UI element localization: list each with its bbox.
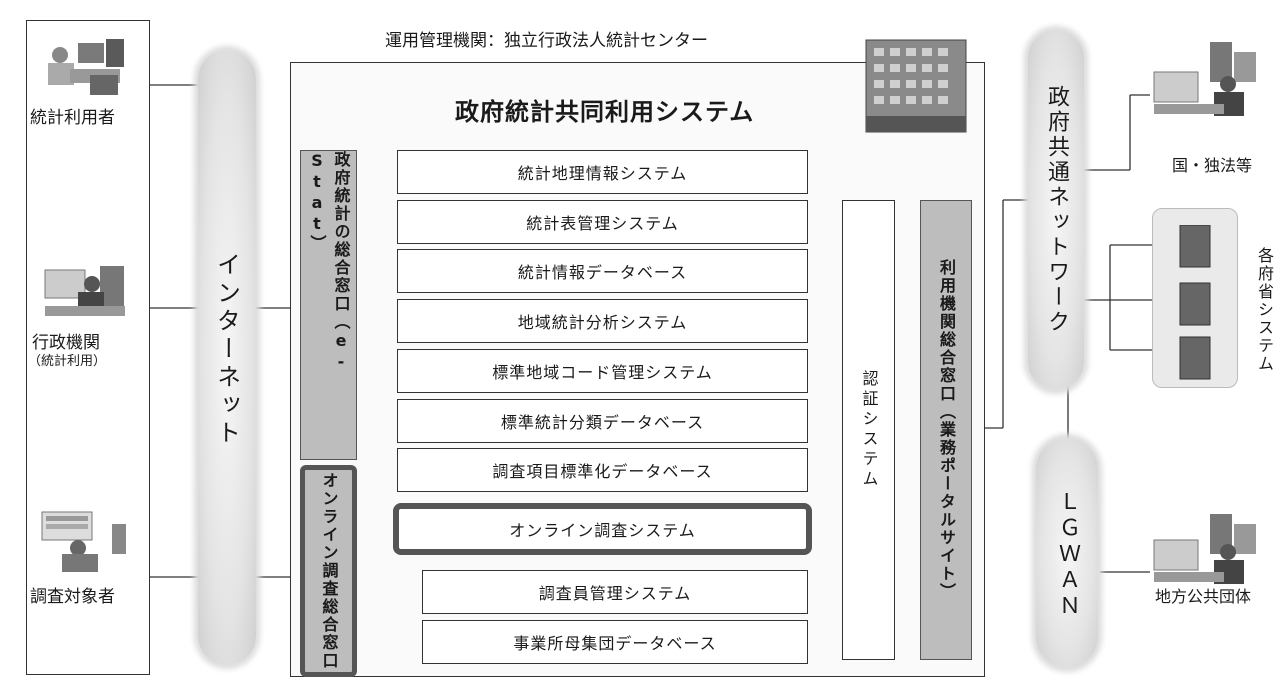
- actor-admin-sub: （統計利用）: [28, 354, 107, 369]
- actor-admin-label: 行政機関: [32, 333, 100, 353]
- actor-stat-user-label: 統計利用者: [30, 108, 115, 128]
- subsystem-box: 統計地理情報システム: [397, 150, 808, 194]
- lgwan-cloud: [1036, 438, 1098, 668]
- subsystem-box: 標準統計分類データベース: [397, 399, 808, 443]
- subsystem-box: 地域統計分析システム: [397, 299, 808, 343]
- actor-national-label: 国・独法等: [1172, 156, 1253, 175]
- user-portal: 利用機関総合窓口（業務ポータルサイト）: [920, 200, 972, 660]
- gov-network-label: 政府共通ネットワーク: [1044, 85, 1069, 335]
- subsystem-box: 統計表管理システム: [397, 200, 808, 244]
- auth-system: 認証システム: [842, 200, 895, 660]
- actor-local-label: 地方公共団体: [1155, 587, 1252, 606]
- operator-label: 運用管理機関：独立行政法人統計センター: [385, 31, 708, 51]
- internet-label: インターネット: [212, 252, 241, 448]
- subsystem-box: 標準地域コード管理システム: [397, 349, 808, 393]
- national-icon: [1150, 38, 1270, 132]
- admin-icon: [40, 262, 135, 331]
- lower-system-box: 事業所母集団データベース: [422, 620, 808, 664]
- system-title: 政府統計共同利用システム: [455, 98, 755, 126]
- server-icon: [1176, 224, 1216, 389]
- online-survey-system: オンライン調査システム: [393, 503, 812, 555]
- respondent-icon: [40, 508, 135, 582]
- gov-network-cloud: [1028, 30, 1084, 390]
- ministries-label: 各府省システム: [1255, 247, 1274, 373]
- estat-portal: 政府統計の総合窓口（e-Stat）: [300, 150, 357, 460]
- stat-user-icon: [40, 35, 135, 104]
- building-icon: [862, 36, 972, 140]
- lower-system-box: 調査員管理システム: [422, 570, 808, 614]
- actor-respondent-label: 調査対象者: [30, 587, 115, 607]
- internet-cloud: [198, 50, 256, 665]
- lgwan-label: ＬＧＷＡＮ: [1055, 490, 1080, 620]
- subsystem-box: 統計情報データベース: [397, 249, 808, 293]
- online-survey-portal: オンライン調査総合窓口: [300, 465, 357, 677]
- subsystem-box: 調査項目標準化データベース: [397, 448, 808, 492]
- local-gov-icon: [1150, 510, 1270, 594]
